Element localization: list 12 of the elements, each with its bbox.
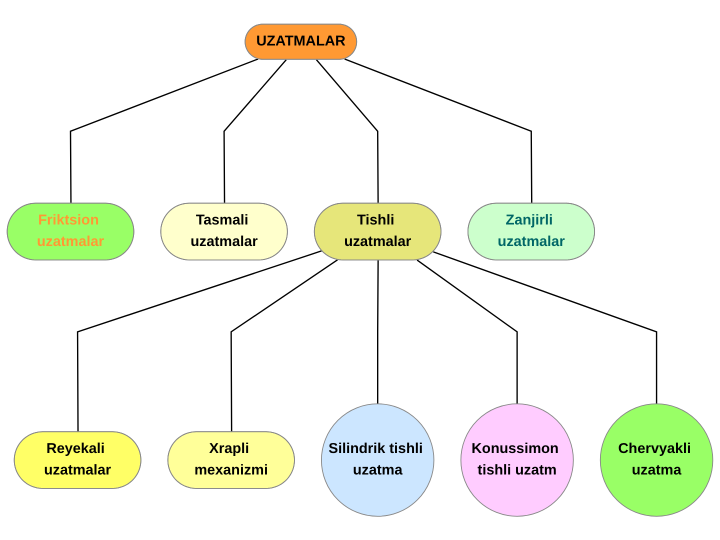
connector	[344, 58, 532, 204]
connector	[416, 259, 518, 404]
connector	[377, 260, 379, 404]
node-circle: Konussimon tishli uzatm	[460, 403, 574, 516]
node-circle: Chervyakli uzatma	[600, 403, 714, 516]
connector	[223, 59, 287, 204]
node-circle: Silindrik tishli uzatma	[321, 403, 434, 516]
connector	[230, 258, 338, 432]
connector	[316, 59, 379, 204]
connector	[70, 58, 258, 204]
connector	[433, 250, 658, 404]
connector	[76, 250, 322, 432]
